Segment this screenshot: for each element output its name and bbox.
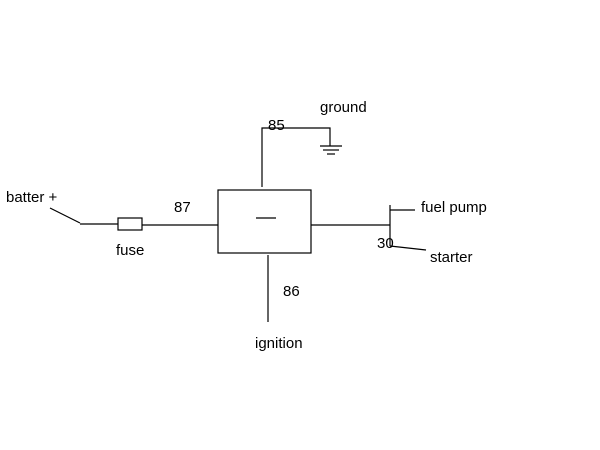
ground-label: ground — [320, 99, 367, 116]
fuel-pump-label: fuel pump — [421, 199, 487, 216]
ignition-label: ignition — [255, 335, 303, 352]
ground-icon — [320, 145, 342, 155]
starter-label: starter — [430, 249, 473, 266]
wire-starter — [389, 245, 427, 251]
fuse-symbol — [117, 217, 143, 231]
wire-85-ground — [261, 127, 331, 187]
pin-86-label: 86 — [283, 283, 300, 300]
pin-87-label: 87 — [174, 199, 191, 216]
pin-30-label: 30 — [377, 235, 394, 252]
fuse-label: fuse — [116, 242, 144, 259]
battery-switch-lead — [49, 207, 81, 224]
battery-label: batter + — [6, 189, 58, 206]
pin-85-label: 85 — [268, 117, 285, 134]
relay-box — [217, 189, 312, 254]
